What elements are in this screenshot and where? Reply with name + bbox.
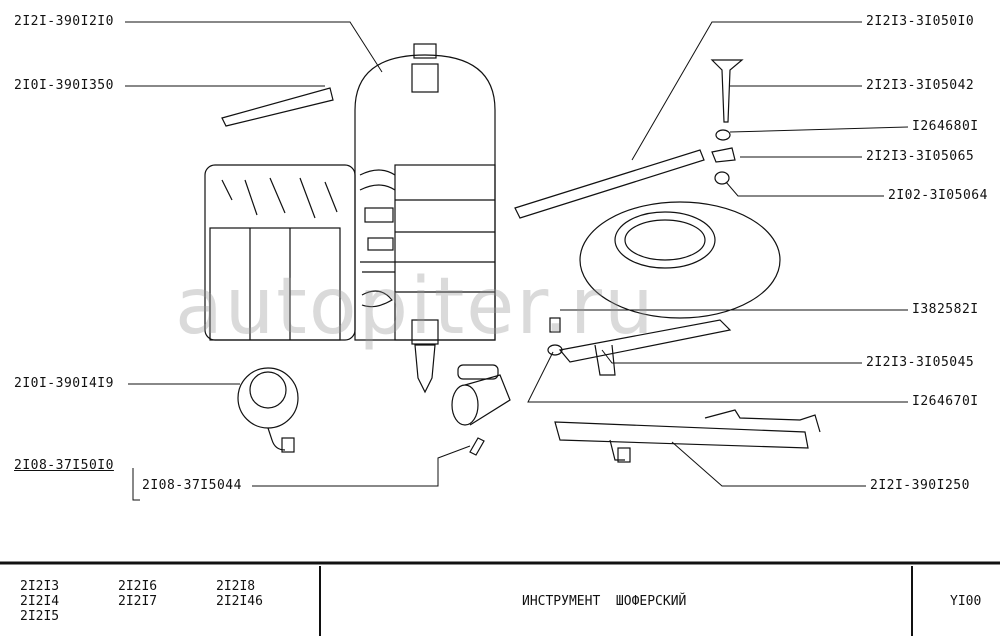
label-gauge: 2I0I-390I4I9 <box>14 376 114 391</box>
model-code: 2I2I3 <box>20 579 60 594</box>
label-handle: 2I2I3-3I050I0 <box>866 14 975 29</box>
title-block-frame <box>0 561 1000 636</box>
jack <box>554 409 821 463</box>
sheet-title: ИНСТРУМЕНТ ШОФЕРСКИЙ <box>522 594 687 609</box>
tire-strap <box>558 319 732 376</box>
tool-bag <box>204 43 496 394</box>
label-bolt: 2I2I3-3I05042 <box>866 78 975 93</box>
wheel-brace-bar <box>221 87 334 127</box>
label-nut: 2I02-3I05064 <box>888 188 988 203</box>
pump <box>451 364 511 456</box>
leader-lines <box>125 21 909 501</box>
label-strap: 2I2I3-3I05045 <box>866 355 975 370</box>
tire-gauge <box>237 367 299 453</box>
model-code: 2I2I7 <box>118 594 158 609</box>
fasteners <box>547 59 744 356</box>
label-jack: 2I2I-390I250 <box>870 478 970 493</box>
model-code: 2I2I4 <box>20 594 60 609</box>
jack-handle <box>514 149 705 219</box>
label-nipple: 2I08-37I5044 <box>142 478 242 493</box>
label-washer2: I264670I <box>912 394 979 409</box>
spare-tire <box>579 201 781 319</box>
label-pump: 2I08-37I50I0 <box>14 458 114 473</box>
label-bag: 2I2I-390I2I0 <box>14 14 114 29</box>
label-bracket: 2I2I3-3I05065 <box>866 149 975 164</box>
watermark: autopiter.ru <box>175 262 656 352</box>
label-bar: 2I0I-390I350 <box>14 78 114 93</box>
model-code: 2I2I8 <box>216 579 256 594</box>
model-code: 2I2I5 <box>20 609 60 624</box>
model-code: 2I2I6 <box>118 579 158 594</box>
model-code: 2I2I46 <box>216 594 263 609</box>
label-washer1: I264680I <box>912 119 979 134</box>
sheet-code: YI00 <box>950 594 982 609</box>
label-screw: I382582I <box>912 302 979 317</box>
